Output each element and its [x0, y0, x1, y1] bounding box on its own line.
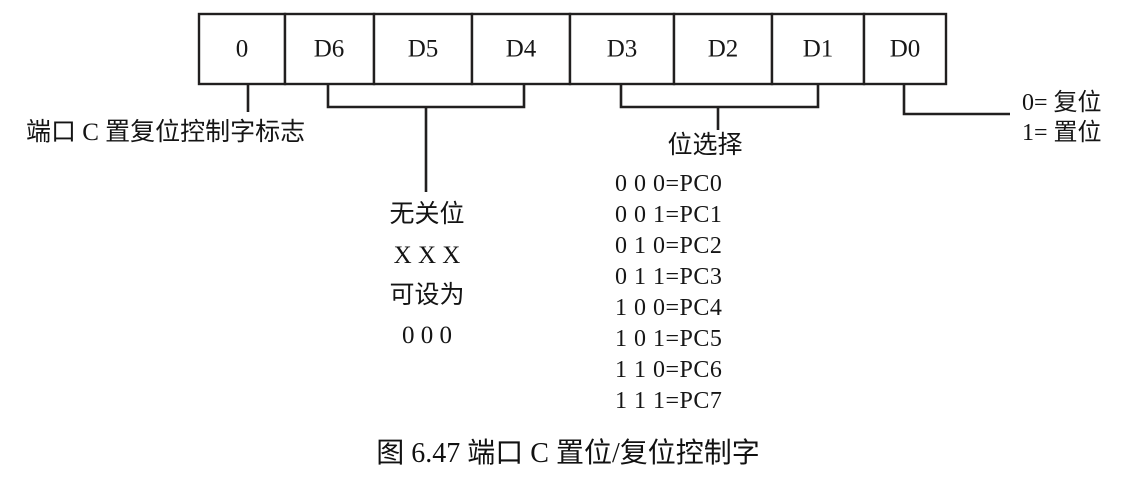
- annotation-dont-care-block: 无关位 X X X 可设为 0 0 0: [389, 200, 464, 349]
- bracket-dont-care: [326, 85, 526, 109]
- bit-cell-label-bit1: D1: [803, 36, 834, 63]
- figure-caption: 图 6.47 端口 C 置位/复位控制字: [376, 437, 759, 469]
- bit-cell-label-bit0: D0: [890, 36, 921, 63]
- bit-cell-bit2[interactable]: [672, 12, 774, 86]
- bit-cell-bit7[interactable]: [197, 12, 287, 86]
- bit-cell-label-bit6: D6: [314, 36, 345, 63]
- bit-cell-label-bit5: D5: [408, 36, 439, 63]
- bit-select-row: 0 1 0=PC2: [615, 233, 722, 259]
- bit-select-row: 0 0 1=PC1: [615, 202, 722, 228]
- bit-cell-bit3[interactable]: [568, 12, 676, 86]
- bit-select-row: 0 1 1=PC3: [615, 264, 722, 290]
- bit-cell-bit0[interactable]: [862, 12, 948, 86]
- annotation-reset-line: 0= 复位: [1022, 89, 1102, 116]
- annotation-set-line: 1= 置位: [1022, 119, 1102, 146]
- bit-cell-label-bit4: D4: [506, 36, 537, 63]
- bit-select-row: 1 1 0=PC6: [615, 357, 722, 383]
- dont-care-default: 0 0 0: [402, 322, 452, 349]
- bracket-bit-select: [619, 85, 820, 109]
- bit-field-row: 0 D6 D5 D4 D3 D2 D1 D0: [197, 12, 948, 86]
- bit-cell-label-bit3: D3: [607, 36, 638, 63]
- bit-select-title: 位选择: [667, 131, 742, 159]
- bit-select-row: 0 0 0=PC0: [615, 171, 722, 197]
- bit-cell-bit5[interactable]: [372, 12, 474, 86]
- dont-care-note: 可设为: [389, 281, 464, 309]
- bit-select-row: 1 1 1=PC7: [615, 388, 722, 414]
- bit-cell-label-bit7: 0: [236, 36, 249, 63]
- bit-cell-bit1[interactable]: [770, 12, 866, 86]
- bit-cell-label-bit2: D2: [708, 36, 739, 63]
- leader-set-reset: [902, 85, 1010, 116]
- bit-cell-bit6[interactable]: [283, 12, 376, 86]
- annotation-bit-select-block: 位选择 0 0 0=PC0 0 0 1=PC1 0 1 0=PC2 0 1 1=…: [615, 131, 743, 414]
- bit-select-row: 1 0 1=PC5: [615, 326, 722, 352]
- dont-care-values: X X X: [394, 242, 461, 269]
- bit-select-row: 1 0 0=PC4: [615, 295, 722, 321]
- dont-care-title: 无关位: [389, 200, 464, 228]
- annotation-flag-text: 端口 C 置复位控制字标志: [26, 118, 305, 146]
